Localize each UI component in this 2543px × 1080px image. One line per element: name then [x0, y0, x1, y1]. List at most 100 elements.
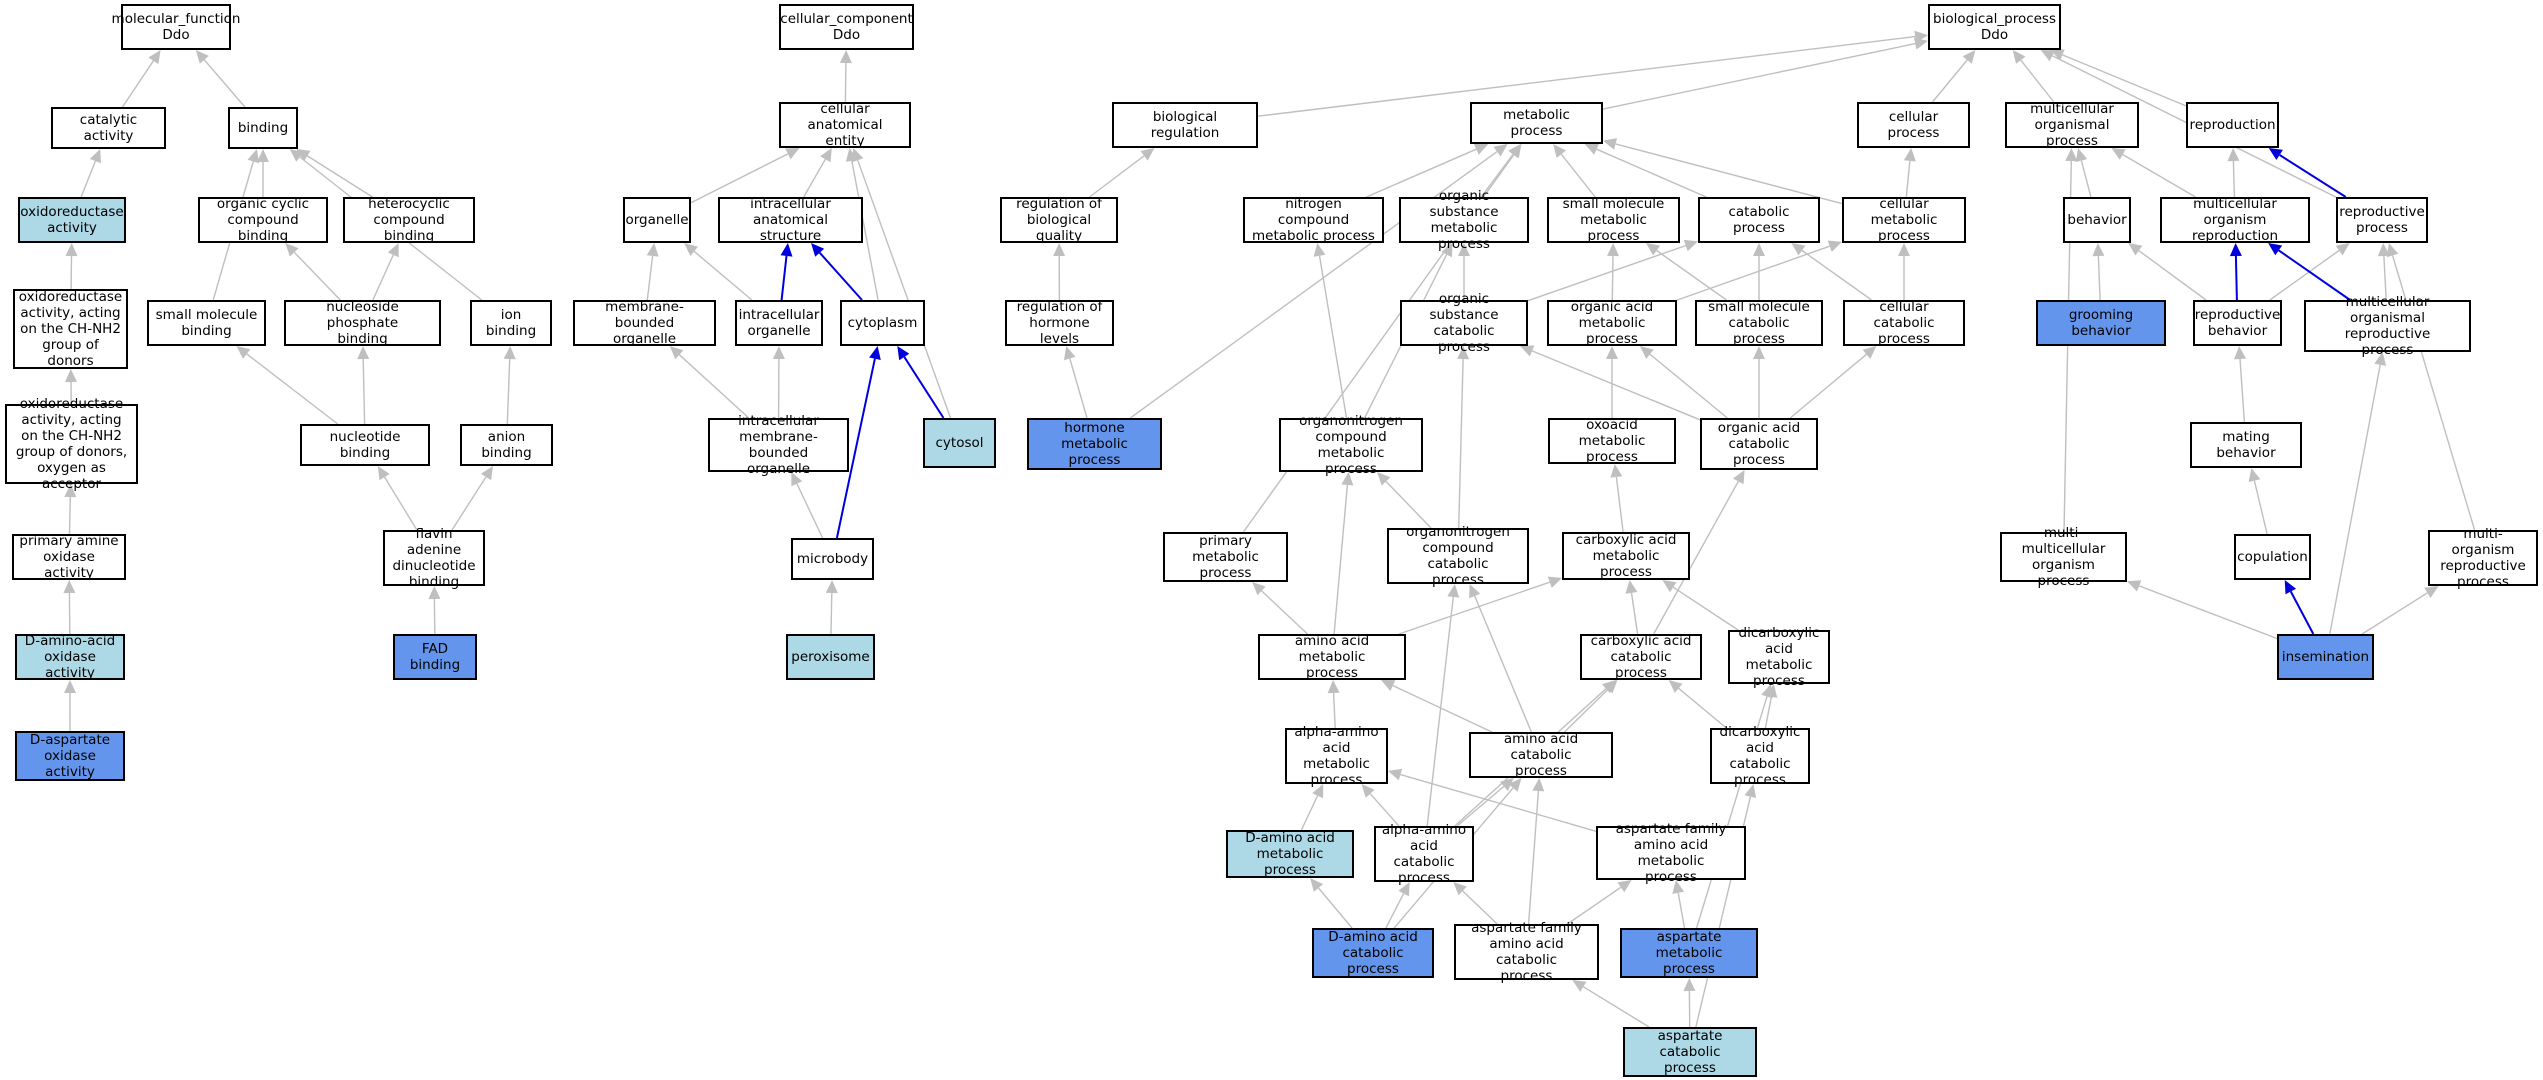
node-amino-acid-metabolic-process[interactable]: amino acid metabolic process [1258, 633, 1406, 681]
node-copulation[interactable]: copulation [2234, 534, 2311, 580]
edge-amino_acid_met-to-primary_met [1261, 590, 1308, 635]
node-carboxylic-acid-metabolic-process[interactable]: carboxylic acid metabolic process [1562, 532, 1690, 580]
node-dicarboxylic-acid-catabolic-process[interactable]: dicarboxylic acid catabolic process [1710, 724, 1810, 788]
arrowhead-org_acid_met-to-cell_met [1827, 240, 1842, 252]
node-reproduction[interactable]: reproduction [2186, 102, 2279, 148]
node-mating-behavior[interactable]: mating behavior [2190, 422, 2302, 468]
node-organonitrogen-compound-catabolic-process[interactable]: organonitrogen compound catabolic proces… [1387, 524, 1529, 588]
edge-microbody-to-intracell_mb_organelle [796, 483, 824, 539]
edge-repro_behavior-to-multicell_repro [2234, 255, 2238, 301]
node-reproductive-process[interactable]: reproductive process [2336, 197, 2428, 243]
arrowhead-alpha_amino_cat-to-alpha_amino_met [1361, 784, 1375, 798]
edge-repro_behavior-to-behavior [2138, 250, 2207, 301]
node-catabolic-process[interactable]: catabolic process [1698, 197, 1820, 243]
node-intracellular-organelle[interactable]: intracellular organelle [735, 300, 823, 346]
node-carboxylic-acid-catabolic-process[interactable]: carboxylic acid catabolic process [1580, 633, 1702, 681]
node-oxoacid-metabolic-process[interactable]: oxoacid metabolic process [1548, 417, 1676, 465]
node-oxidoreductase-activity[interactable]: oxidoreductase activity [18, 197, 126, 243]
node-multicellular-organism-reproduction[interactable]: multicellular organism reproduction [2160, 196, 2310, 244]
node-d-amino-acid-metabolic-process[interactable]: D-amino acid metabolic process [1226, 830, 1354, 878]
arrowhead-intracell_struct-to-cell_anat [820, 148, 832, 163]
node-organic-substance-metabolic-process[interactable]: organic substance metabolic process [1399, 188, 1529, 252]
edge-carboxylic_met-to-oxoacid_met [1615, 476, 1624, 533]
node-small-molecule-binding[interactable]: small molecule binding [147, 300, 266, 346]
node-biological-process[interactable]: biological_process Ddo [1928, 4, 2061, 50]
arrowhead-cell_anat-to-cc [839, 50, 852, 64]
node-catalytic-activity[interactable]: catalytic activity [51, 107, 166, 149]
node-molecular-function[interactable]: molecular_function Ddo [112, 4, 240, 50]
node-multicellular-organismal-reproductive-process[interactable]: multicellular organismal reproductive pr… [2304, 294, 2471, 358]
node-reproductive-behavior[interactable]: reproductive behavior [2193, 300, 2282, 346]
node-oxidoreductase-ch-nh2-oxygen[interactable]: oxidoreductase activity, acting on the C… [5, 396, 138, 492]
node-cytosol[interactable]: cytosol [923, 418, 996, 468]
node-ion-binding[interactable]: ion binding [470, 300, 552, 346]
node-cytoplasm[interactable]: cytoplasm [840, 300, 925, 346]
node-hormone-metabolic-process[interactable]: hormone metabolic process [1027, 418, 1162, 470]
node-amino-acid-catabolic-process[interactable]: amino acid catabolic process [1469, 731, 1613, 779]
node-d-aspartate-oxidase-activity[interactable]: D-aspartate oxidase activity [15, 731, 125, 781]
arrowhead-organonitrogen_cat-to-org_subst_cat [1457, 346, 1470, 360]
edge-heterocyclic-to-binding [306, 155, 373, 198]
node-anion-binding[interactable]: anion binding [460, 424, 553, 466]
node-metabolic-process[interactable]: metabolic process [1470, 102, 1603, 144]
node-cellular-component[interactable]: cellular_component Ddo [779, 4, 914, 50]
node-multicellular-organismal-process[interactable]: multicellular organismal process [2005, 101, 2139, 149]
node-nucleoside-phosphate-binding[interactable]: nucleoside phosphate binding [284, 299, 441, 347]
node-d-amino-acid-oxidase-activity[interactable]: D-amino-acid oxidase activity [15, 633, 125, 681]
arrowhead-d_aspartate_ox-to-d_amino_acid_ox [64, 680, 76, 693]
arrowhead-cell_met-to-metabolic [1603, 138, 1618, 150]
node-multi-multicellular-organism-process[interactable]: multi-multicellular organism process [2000, 525, 2127, 589]
edge-hormone_met-to-metabolic [1129, 151, 1498, 419]
node-organic-cyclic-compound-binding[interactable]: organic cyclic compound binding [198, 196, 328, 244]
node-small-molecule-metabolic-process[interactable]: small molecule metabolic process [1547, 196, 1680, 244]
node-regulation-of-biological-quality[interactable]: regulation of biological quality [1000, 196, 1118, 244]
node-membrane-bounded-organelle[interactable]: membrane-bounded organelle [573, 299, 716, 347]
node-organelle[interactable]: organelle [623, 197, 691, 243]
node-nitrogen-compound-metabolic-process[interactable]: nitrogen compound metabolic process [1243, 196, 1384, 244]
node-primary-metabolic-process[interactable]: primary metabolic process [1163, 532, 1288, 582]
node-peroxisome[interactable]: peroxisome [786, 634, 875, 680]
node-regulation-of-hormone-levels[interactable]: regulation of hormone levels [1005, 299, 1114, 347]
node-multi-organism-reproductive-process[interactable]: multi-organism reproductive process [2428, 526, 2538, 590]
arrowhead-multicell_repro-to-multicell_org [2111, 148, 2126, 160]
arrowhead-organonitrogen_met-to-nitrogen_cmp [1313, 243, 1326, 257]
node-organic-acid-catabolic-process[interactable]: organic acid catabolic process [1700, 418, 1818, 470]
node-behavior[interactable]: behavior [2063, 197, 2131, 243]
node-organonitrogen-compound-metabolic-process[interactable]: organonitrogen compound metabolic proces… [1279, 413, 1423, 477]
node-primary-amine-oxidase-activity[interactable]: primary amine oxidase activity [12, 533, 126, 581]
node-d-amino-acid-catabolic-process[interactable]: D-amino acid catabolic process [1312, 928, 1434, 978]
node-oxidoreductase-ch-nh2[interactable]: oxidoreductase activity, acting on the C… [13, 289, 128, 369]
node-fad-binding[interactable]: FAD binding [393, 634, 477, 680]
node-aspartate-family-amino-acid-catabolic-process[interactable]: aspartate family amino acid catabolic pr… [1454, 920, 1599, 984]
node-cellular-catabolic-process[interactable]: cellular catabolic process [1843, 299, 1965, 347]
node-nucleotide-binding[interactable]: nucleotide binding [300, 424, 430, 466]
edge-d_amino_met-to-alpha_amino_met [1300, 795, 1319, 831]
node-binding[interactable]: binding [228, 107, 298, 149]
node-cellular-anatomical-entity[interactable]: cellular anatomical entity [779, 101, 911, 149]
arrowhead-cytosol-to-cell_anat [852, 148, 864, 163]
node-intracellular-anatomical-structure[interactable]: intracellular anatomical structure [718, 196, 863, 244]
arrowhead-microbody-to-intracell_mb_organelle [791, 472, 803, 487]
node-organic-substance-catabolic-process[interactable]: organic substance catabolic process [1400, 291, 1528, 355]
node-insemination[interactable]: insemination [2277, 634, 2374, 680]
node-organic-acid-metabolic-process[interactable]: organic acid metabolic process [1547, 299, 1677, 347]
node-biological-regulation[interactable]: biological regulation [1112, 102, 1258, 148]
node-dicarboxylic-acid-metabolic-process[interactable]: dicarboxylic acid metabolic process [1728, 625, 1830, 689]
node-microbody[interactable]: microbody [791, 538, 874, 580]
node-aspartate-catabolic-process[interactable]: aspartate catabolic process [1623, 1027, 1757, 1077]
node-intracellular-membrane-bounded-organelle[interactable]: intracellular membrane-bounded organelle [708, 413, 849, 477]
node-cellular-process[interactable]: cellular process [1857, 102, 1970, 148]
node-aspartate-family-amino-acid-metabolic-process[interactable]: aspartate family amino acid metabolic pr… [1596, 821, 1746, 885]
node-flavin-adenine-dinucleotide-binding[interactable]: flavin adenine dinucleotide binding [383, 526, 485, 590]
node-alpha-amino-acid-catabolic-process[interactable]: alpha-amino acid catabolic process [1374, 822, 1474, 886]
node-cellular-metabolic-process[interactable]: cellular metabolic process [1842, 196, 1966, 244]
arrowhead-org_acid_met-to-small_mol_met [1607, 243, 1619, 257]
node-heterocyclic-compound-binding[interactable]: heterocyclic compound binding [343, 196, 475, 244]
node-grooming-behavior[interactable]: grooming behavior [2036, 300, 2166, 346]
node-small-molecule-catabolic-process[interactable]: small molecule catabolic process [1695, 299, 1823, 347]
node-aspartate-metabolic-process[interactable]: aspartate metabolic process [1620, 928, 1758, 978]
arrowhead-multicell_repro_proc-to-multicell_repro [2268, 243, 2283, 256]
node-alpha-amino-acid-metabolic-process[interactable]: alpha-amino acid metabolic process [1285, 724, 1388, 788]
edge-org_acid_cat-to-org_acid_met [1649, 353, 1728, 419]
